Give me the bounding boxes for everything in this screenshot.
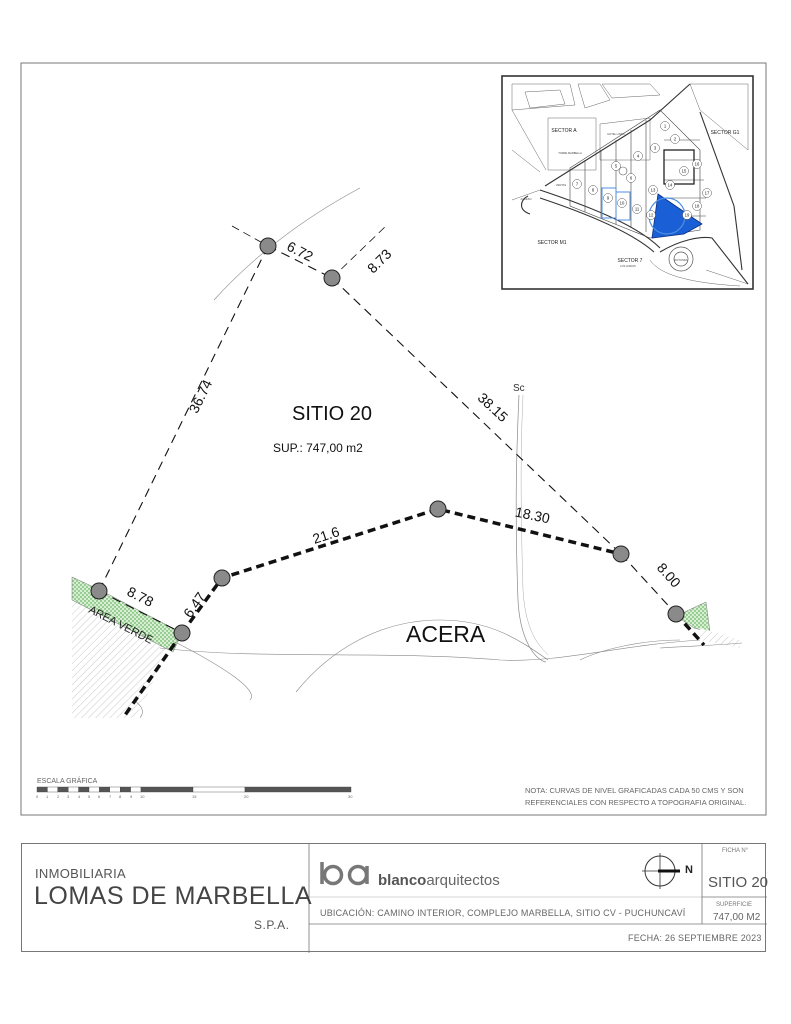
company-line-2: LOMAS DE MARBELLA — [34, 882, 313, 910]
contour-lines — [133, 187, 743, 719]
north-arrow-icon — [642, 853, 680, 889]
svg-text:8: 8 — [119, 794, 122, 799]
lot-number: 12 — [649, 213, 654, 218]
site-area: SUP.: 747,00 m2 — [273, 441, 363, 455]
vertex-marker — [667, 605, 685, 623]
svg-text:6: 6 — [98, 794, 101, 799]
key-map-inset: SECTOR A SECTOR G1 SECTOR M1 SECTOR 7 HO… — [501, 75, 754, 290]
area-label: SUPERFICIE — [716, 902, 753, 908]
keymap-text: ACCESO — [521, 197, 532, 201]
note-line-2: REFERENCIALES CON RESPECTO A TOPOGRAFIA … — [525, 798, 746, 807]
vertex-marker — [429, 500, 447, 518]
title-block: INMOBILIARIA LOMAS DE MARBELLA S.P.A. bl… — [21, 843, 769, 953]
brand-regular: arquitectos — [426, 872, 500, 889]
svg-text:9: 9 — [130, 794, 133, 799]
lot-number: 18 — [695, 204, 700, 209]
lot-number: 9 — [607, 196, 610, 201]
keymap-text: TORRE MARBELLA — [558, 151, 582, 155]
location-text: UBICACIÓN: CAMINO INTERIOR, COMPLEJO MAR… — [320, 908, 686, 918]
lot-number: 16 — [695, 162, 700, 167]
vertex-marker — [323, 269, 341, 287]
brand-name: blancoarquitectos — [378, 872, 500, 889]
svg-text:20: 20 — [244, 794, 249, 799]
lot-number: 15 — [682, 169, 687, 174]
keymap-text: HOTEL LINDO — [607, 132, 624, 136]
svg-text:10: 10 — [140, 794, 145, 799]
hatched-terrain-right — [700, 628, 740, 648]
vertex-markers — [90, 237, 685, 642]
company-line-1: INMOBILIARIA — [35, 866, 127, 881]
scale-ticks: 0 1 2 3 4 5 6 7 8 9 10 15 20 30 — [36, 794, 353, 799]
vertex-marker — [90, 582, 108, 600]
road-label: Sc — [513, 383, 525, 394]
keymap-text: SECTOR A — [551, 128, 577, 134]
lot-number: 7 — [576, 182, 579, 187]
date-text: FECHA: 26 SEPTIEMBRE 2023 — [628, 933, 762, 943]
svg-text:1: 1 — [46, 794, 49, 799]
dim-label: 8.00 — [654, 560, 684, 591]
keymap-text: SECTOR G1 — [711, 130, 740, 136]
lot-number: 13 — [651, 188, 656, 193]
scale-bar — [36, 786, 352, 793]
dim-label: 8.73 — [364, 246, 395, 277]
dim-label: 21.6 — [311, 523, 342, 547]
lot-boundary-thin — [98, 245, 677, 634]
svg-text:4: 4 — [78, 794, 81, 799]
brand-bold: blanco — [378, 872, 427, 889]
lot-boundary-front — [121, 507, 706, 719]
dimension-lines — [231, 223, 389, 279]
svg-text:15: 15 — [192, 794, 197, 799]
vertex-marker — [612, 545, 630, 563]
svg-text:7: 7 — [109, 794, 112, 799]
dim-label: 6.47 — [180, 589, 209, 621]
road-centerline — [515, 394, 547, 663]
keymap-text: SECTOR 7 — [618, 258, 643, 264]
lot-number: 6 — [630, 176, 633, 181]
lot-number: 8 — [592, 188, 595, 193]
vertex-marker — [259, 237, 277, 255]
vertex-marker — [213, 569, 231, 587]
lot-number: 14 — [668, 183, 673, 188]
dim-label: 6.72 — [284, 238, 316, 265]
svg-text:30: 30 — [348, 794, 353, 799]
svg-text:2: 2 — [57, 794, 60, 799]
lot-number: 5 — [615, 164, 618, 169]
dim-label: 38.15 — [475, 389, 512, 425]
area-value: 747,00 M2 — [713, 912, 761, 923]
svg-text:3: 3 — [67, 794, 70, 799]
dim-label: 36.74 — [185, 377, 215, 416]
keymap-text: ROTONDA — [675, 258, 688, 262]
dim-label: 18.30 — [514, 504, 552, 527]
plan-sheet: 6.72 8.73 36.74 38.15 21.6 18.30 8.00 8.… — [20, 62, 767, 816]
keymap-text: SECTOR M1 — [537, 240, 566, 246]
north-label: N — [685, 864, 693, 876]
sheet-number-label: FICHA N° — [722, 848, 749, 854]
svg-text:5: 5 — [88, 794, 91, 799]
brand-logo-icon — [320, 862, 369, 886]
title-block-lines — [308, 844, 767, 953]
keymap-text: VENTAS — [556, 183, 566, 187]
lot-number: 3 — [654, 146, 657, 151]
lot-number: 11 — [635, 207, 640, 212]
sheet-number-value: SITIO 20 — [708, 874, 769, 891]
lot-number: 2 — [674, 137, 677, 142]
lot-number: 10 — [620, 201, 625, 206]
sidewalk-label: ACERA — [406, 621, 486, 647]
note-line-1: NOTA: CURVAS DE NIVEL GRAFICADAS CADA 50… — [525, 786, 744, 795]
site-title: SITIO 20 — [292, 403, 372, 425]
vertex-marker — [173, 624, 191, 642]
svg-text:0: 0 — [36, 794, 39, 799]
lot-number: 4 — [637, 154, 640, 159]
lot-number: 1 — [664, 124, 667, 129]
scale-label: ESCALA GRÁFICA — [37, 776, 98, 785]
lot-number: 19 — [685, 213, 690, 218]
company-line-3: S.P.A. — [254, 918, 290, 932]
sheet-frame — [20, 62, 767, 816]
keymap-text: LOS LINDOS — [620, 264, 636, 268]
lot-number: 17 — [705, 191, 710, 196]
